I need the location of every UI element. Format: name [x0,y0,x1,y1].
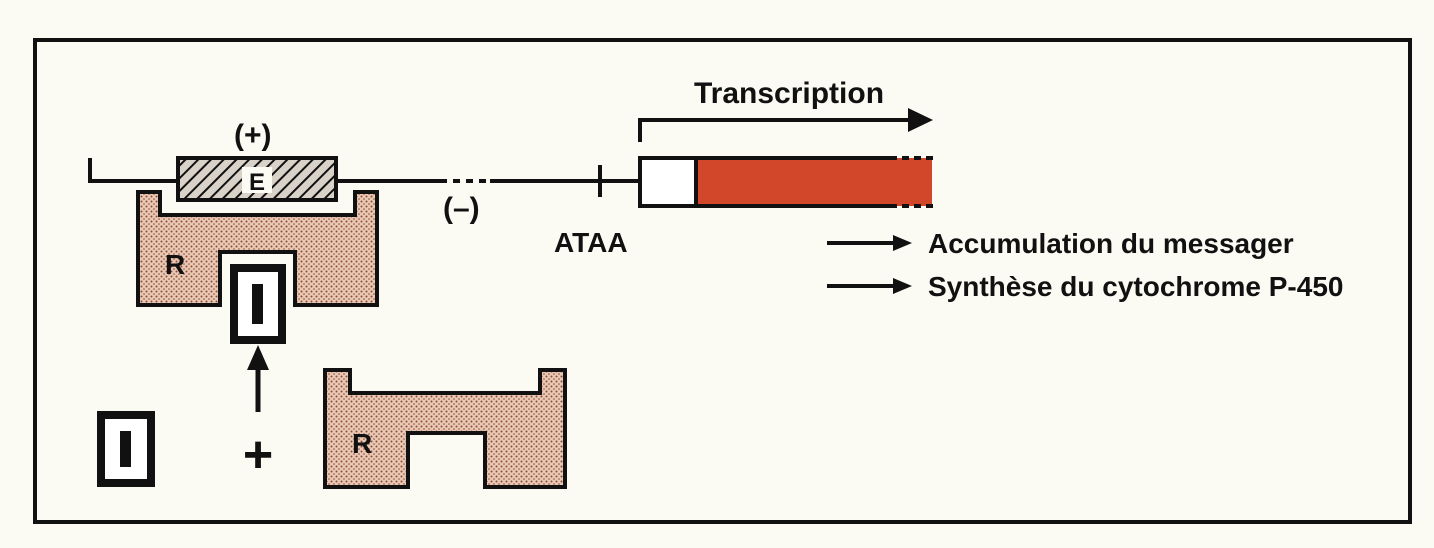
tata-box-label: ATAA [554,227,628,258]
transcript-bar [696,158,932,206]
repressor-free-label: R [352,428,372,459]
outcome-cytochrome-label: Synthèse du cytochrome P-450 [928,271,1343,302]
enhancer-label: E [249,169,265,196]
outcome-messenger-label: Accumulation du messager [928,228,1294,259]
repressor-free [323,368,567,489]
inducer-free-bar [120,431,131,467]
repressor-bound [136,190,379,307]
negative-regulation-label: (–) [443,192,480,225]
plus-sign: + [243,426,273,484]
positive-regulation-label: (+) [234,119,272,152]
transcription-label: Transcription [694,77,884,110]
enhancer-label-bg [242,167,272,193]
gene-start-box [638,156,698,208]
outcome-arrow-2 [827,278,912,294]
inducer-bound-bar [252,284,263,324]
transcript-edges [694,156,935,208]
repressor-bound-label: R [165,249,185,280]
outcome-arrow-1 [827,235,912,251]
diagram-frame [33,38,1412,524]
dna-strand [88,158,640,183]
binding-arrow [247,345,269,412]
transcription-arrow [638,108,933,142]
